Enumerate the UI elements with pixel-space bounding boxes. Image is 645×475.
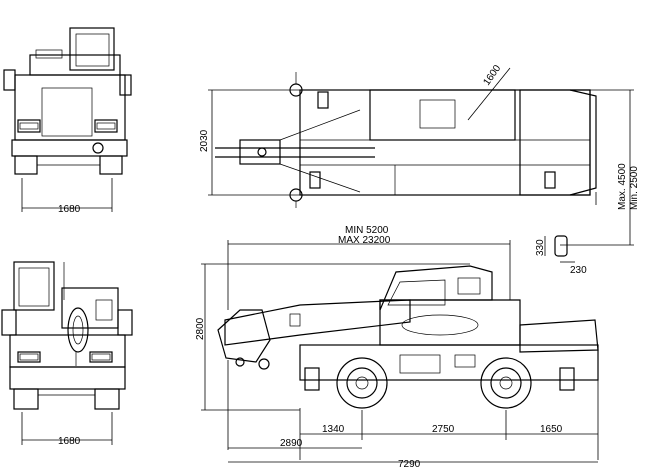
front-view: 1680 [3,27,132,215]
turn-radius-label: 1600 [481,63,503,88]
side-view: MIN 5200 MAX 23200 2800 1340 2750 1650 2… [195,225,599,470]
front-overhang-label: 1340 [322,424,345,435]
top-width-label: 2030 [199,129,210,152]
outrigger-max-label: Max. 4500 [617,163,628,210]
outrigger-min-label: Min. 2500 [629,166,640,210]
overall-length-label: 7290 [398,459,421,470]
overall-height-label: 2800 [195,317,206,340]
rear-width-label: 1680 [58,436,81,447]
front-to-center-label: 2890 [280,438,303,449]
rear-view: 1680 [1,261,133,447]
top-view: 1600 2030 Max. 4500 Min. 2500 330 230 [199,63,640,276]
front-width-label: 1680 [58,204,81,215]
boom-max-label: MAX 23200 [338,235,391,246]
pad-height-label: 330 [535,239,546,256]
boom-min-label: MIN 5200 [345,225,389,236]
wheelbase-label: 2750 [432,424,455,435]
rear-overhang-label: 1650 [540,424,563,435]
pad-width-label: 230 [570,265,587,276]
